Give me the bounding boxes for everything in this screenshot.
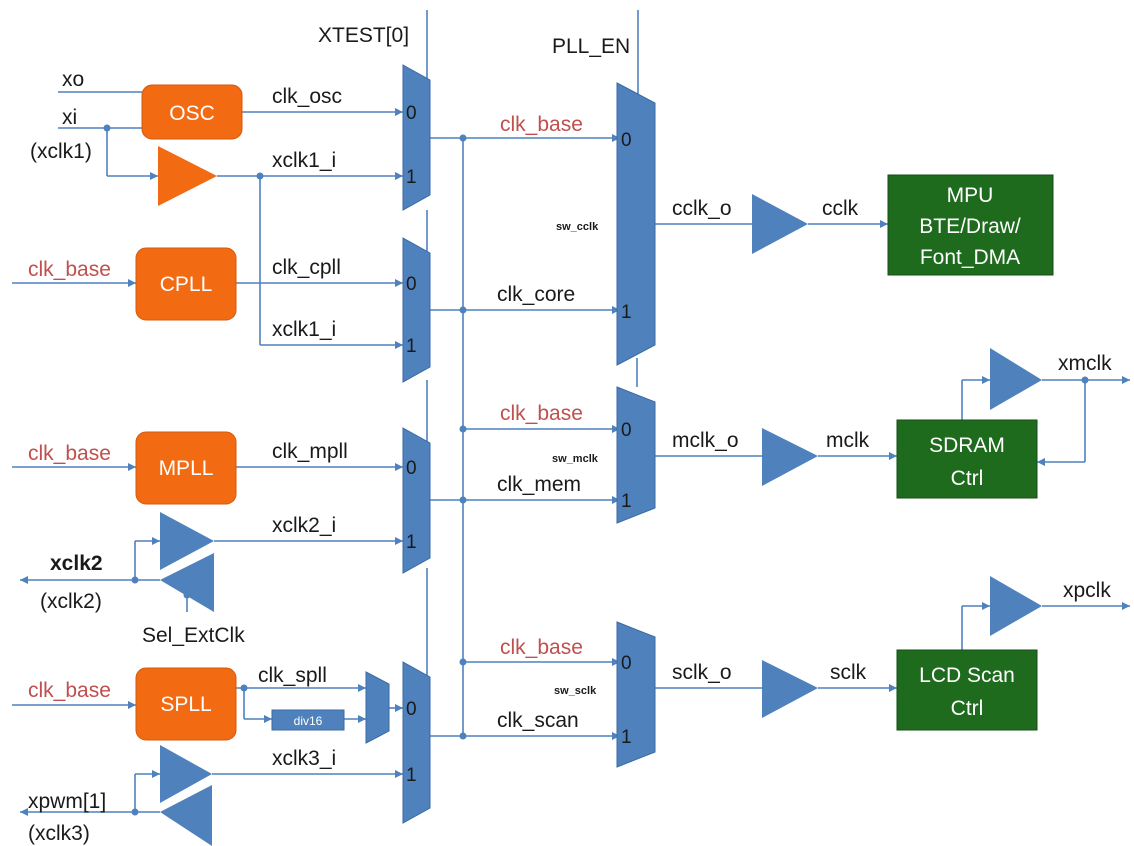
cclk-mux-clk-base-label: clk_base	[500, 113, 583, 136]
xclk2-input-buffer	[160, 512, 214, 570]
cclk-mux-port-1: 1	[621, 302, 632, 323]
xclk1-i-label-bottom: xclk1_i	[272, 318, 336, 341]
sdram-label-line2: Ctrl	[951, 467, 984, 490]
div16-label: div16	[294, 714, 323, 728]
xclk1-buffer	[158, 146, 217, 206]
spll-block	[135, 667, 237, 741]
lcd-label-line2: Ctrl	[951, 697, 984, 720]
clk-core-label: clk_core	[497, 283, 575, 306]
mux3-port-1: 1	[406, 532, 417, 553]
xtest-label: XTEST[0]	[318, 24, 409, 47]
mux4-port-0: 0	[406, 699, 417, 720]
mux-osc-xclk1	[402, 64, 431, 211]
sclk-o-label: sclk_o	[672, 661, 732, 684]
sel-extclk-label: Sel_ExtClk	[142, 624, 245, 647]
clk-mpll-label: clk_mpll	[272, 440, 348, 463]
labels: XTEST[0] PLL_EN xo xi (xclk1) xclk2 (xcl…	[28, 24, 1112, 845]
mux-spll-div	[365, 671, 390, 744]
sdram-label-line1: SDRAM	[929, 434, 1005, 457]
clk-scan-label: clk_scan	[497, 709, 579, 732]
muxes	[365, 64, 656, 824]
clk-mem-label: clk_mem	[497, 473, 581, 496]
osc-block	[141, 84, 243, 140]
xpwm-label: xpwm[1]	[28, 790, 106, 813]
sw-cclk-label: sw_cclk	[556, 221, 599, 233]
sclk-label: sclk	[830, 661, 867, 684]
cpll-clk-base-label: clk_base	[28, 258, 111, 281]
sw-sclk-label: sw_sclk	[554, 685, 597, 697]
xclk2-alias-label: (xclk2)	[40, 590, 102, 613]
mpu-label-line3: Font_DMA	[920, 246, 1020, 269]
xclk2-output-buffer	[160, 553, 214, 612]
xclk3-output-buffer	[160, 785, 212, 846]
arrowheads	[20, 108, 1130, 816]
spll-block-label: SPLL	[160, 693, 211, 716]
mux2-port-1: 1	[406, 336, 417, 357]
mux-sclk	[616, 621, 656, 768]
mpu-block	[887, 174, 1054, 276]
mclk-o-label: mclk_o	[672, 429, 739, 452]
cclk-buffer	[752, 194, 808, 254]
blocks: OSC CPLL MPLL SPLL div16 MPU BTE/Draw/ F…	[135, 84, 1054, 741]
sclk-mux-port-0: 0	[621, 653, 632, 674]
xpwm-alias-label: (xclk3)	[28, 822, 90, 845]
mux2-port-0: 0	[406, 274, 417, 295]
mpll-block	[135, 431, 237, 505]
clk-cpll-label: clk_cpll	[272, 256, 341, 279]
xclk3-input-buffer	[160, 745, 212, 803]
osc-block-label: OSC	[169, 102, 215, 125]
xclk3-i-label: xclk3_i	[272, 747, 336, 770]
pll-en-label: PLL_EN	[552, 35, 630, 58]
xmclk-buffer	[990, 348, 1042, 410]
mpll-clk-base-label: clk_base	[28, 442, 111, 465]
mpu-label-line1: MPU	[947, 184, 994, 207]
xo-label: xo	[62, 68, 84, 91]
sclk-mux-port-1: 1	[621, 727, 632, 748]
mux4-port-1: 1	[406, 765, 417, 786]
clk-spll-label: clk_spll	[258, 664, 327, 687]
xi-alias-label: (xclk1)	[30, 140, 92, 163]
mux-spll-xclk3	[402, 661, 431, 824]
sclk-buffer	[762, 660, 818, 718]
mux-cpll-xclk1	[402, 237, 431, 383]
sw-mclk-label: sw_mclk	[552, 453, 599, 465]
div16-block	[271, 709, 345, 731]
cclk-mux-port-0: 0	[621, 130, 632, 151]
mpu-label-line2: BTE/Draw/	[919, 215, 1021, 238]
cclk-o-label: cclk_o	[672, 197, 732, 220]
mux1-port-0: 0	[406, 103, 417, 124]
mux3-port-0: 0	[406, 458, 417, 479]
cpll-block-label: CPLL	[160, 273, 213, 296]
cpll-block	[135, 247, 237, 321]
xpclk-label: xpclk	[1063, 579, 1111, 602]
mux-mpll-xclk2	[402, 427, 431, 574]
xmclk-label: xmclk	[1058, 352, 1112, 375]
lcd-label-line1: LCD Scan	[919, 664, 1015, 687]
mpll-block-label: MPLL	[159, 457, 214, 480]
xi-label: xi	[62, 106, 77, 129]
mclk-label: mclk	[826, 429, 870, 452]
xpclk-buffer	[990, 576, 1042, 636]
cclk-label: cclk	[822, 197, 859, 220]
buffers	[158, 146, 1042, 846]
lcd-scan-ctrl-block	[896, 649, 1038, 731]
sclk-mux-clk-base-label: clk_base	[500, 636, 583, 659]
mclk-mux-clk-base-label: clk_base	[500, 402, 583, 425]
mclk-mux-port-0: 0	[621, 420, 632, 441]
xclk1-i-label-top: xclk1_i	[272, 149, 336, 172]
sdram-ctrl-block	[896, 419, 1038, 499]
mclk-mux-port-1: 1	[621, 491, 632, 512]
mux1-port-1: 1	[406, 167, 417, 188]
clk-osc-label: clk_osc	[272, 85, 342, 108]
mux-cclk	[616, 82, 656, 366]
spll-clk-base-label: clk_base	[28, 679, 111, 702]
xclk2-label: xclk2	[50, 552, 103, 575]
wires	[12, 10, 1130, 813]
xclk2-i-label: xclk2_i	[272, 514, 336, 537]
mux-mclk	[616, 386, 656, 524]
mclk-buffer	[762, 428, 818, 486]
